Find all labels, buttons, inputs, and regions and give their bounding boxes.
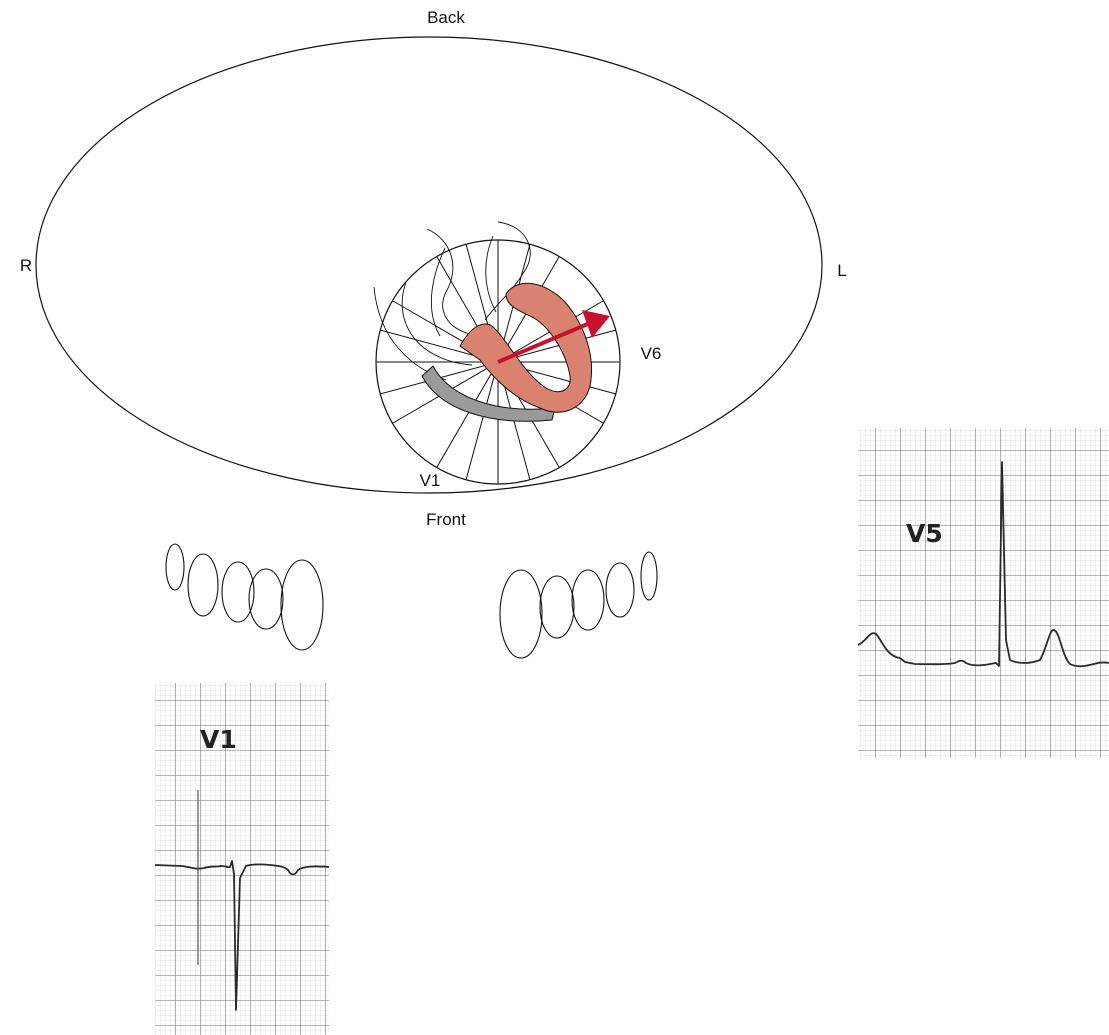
ecg-strip-v5: V5 [858, 428, 1109, 758]
label-back: Back [427, 8, 465, 27]
torso-outline [35, 36, 823, 494]
lead-label-v1: V1 [420, 471, 441, 490]
ecg-trace-v5 [858, 461, 1109, 668]
ecg-title-v1: V1 [200, 725, 237, 754]
mean-qrs-vector-arrow [497, 310, 610, 364]
heart-outline-sketch [373, 221, 531, 381]
label-left: L [837, 261, 846, 280]
left-ventricle [459, 282, 593, 413]
label-right: R [20, 256, 32, 275]
label-front: Front [426, 510, 466, 529]
precordial-loops-left [165, 543, 324, 651]
ecg-trace-v1 [155, 860, 329, 1011]
lead-label-v6: V6 [641, 344, 662, 363]
ecg-strip-v1: V1 [155, 683, 329, 1035]
precordial-loops-right [499, 551, 658, 659]
ecg-title-v5: V5 [906, 519, 943, 548]
